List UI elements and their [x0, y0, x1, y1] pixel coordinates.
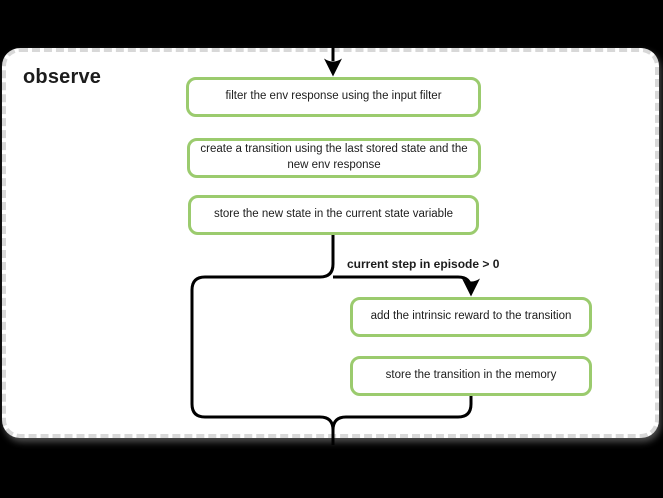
node-label: filter the env response using the input … — [225, 90, 442, 103]
node-label: add the intrinsic reward to the transiti… — [370, 310, 572, 323]
node-label: create a transition using the last store… — [200, 143, 468, 156]
node-label: store the new state in the current state… — [213, 208, 454, 221]
flow-node-add-intrinsic-reward: add the intrinsic reward to the transiti… — [350, 297, 592, 337]
flow-node-store-new-state: store the new state in the current state… — [188, 195, 479, 235]
flow-node-store-transition: store the transition in the memory — [350, 356, 592, 396]
flow-node-filter-env-response: filter the env response using the input … — [186, 77, 481, 117]
node-label: store the transition in the memory — [385, 369, 557, 382]
node-label: new env response — [287, 159, 381, 171]
diagram-title: observe — [23, 66, 102, 88]
branch-condition-label: current step in episode > 0 — [347, 257, 500, 271]
flow-node-create-transition: create a transition using the last store… — [187, 138, 481, 178]
